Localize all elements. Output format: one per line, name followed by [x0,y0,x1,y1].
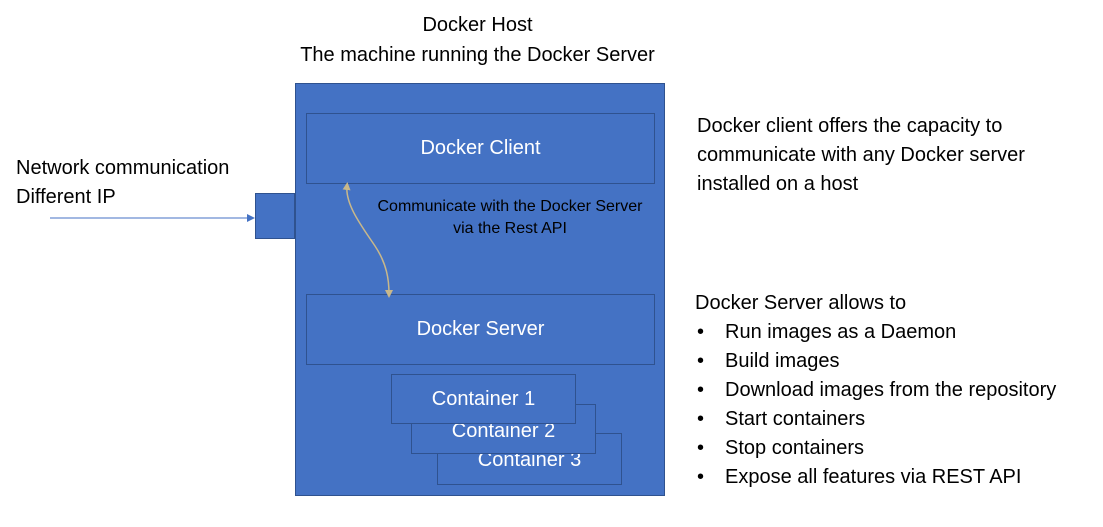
client-description-line-3: installed on a host [697,173,859,195]
docker-server-box: Docker Server [306,294,655,365]
rest-note-line-2: via the Rest API [453,220,567,237]
diagram-subtitle: The machine running the Docker Server [300,44,655,66]
container-1-box: Container 1 [391,374,576,424]
docker-client-box: Docker Client [306,113,655,184]
feature-item: Start containers [695,405,1056,434]
diagram-title: Docker Host [422,14,533,36]
container-3-label: Container 3 [477,449,582,471]
feature-item: Expose all features via REST API [695,463,1056,492]
docker-client-label: Docker Client [420,137,541,159]
client-description-line-1: Docker client offers the capacity to [697,115,1003,137]
container-2-label: Container 2 [451,420,556,442]
client-description-line-2: communicate with any Docker server [697,144,1025,166]
server-description: Docker Server allows to Run images as a … [695,289,1056,492]
rest-api-arrow [342,182,393,298]
network-label-line-2: Different IP [16,186,116,208]
network-label-line-1: Network communication [16,157,230,179]
rest-api-note: Communicate with the Docker Server via t… [355,196,665,240]
feature-item: Run images as a Daemon [695,318,1056,347]
docker-server-label: Docker Server [416,318,545,340]
feature-item: Build images [695,347,1056,376]
feature-item: Download images from the repository [695,376,1056,405]
network-port-box [255,193,295,239]
rest-note-line-1: Communicate with the Docker Server [377,198,643,215]
feature-item: Stop containers [695,434,1056,463]
server-feature-list: Run images as a Daemon Build images Down… [695,318,1056,492]
server-description-heading: Docker Server allows to [695,292,907,314]
container-1-label: Container 1 [431,387,536,410]
network-label: Network communication Different IP [16,154,229,212]
client-description: Docker client offers the capacity to com… [697,112,1025,199]
